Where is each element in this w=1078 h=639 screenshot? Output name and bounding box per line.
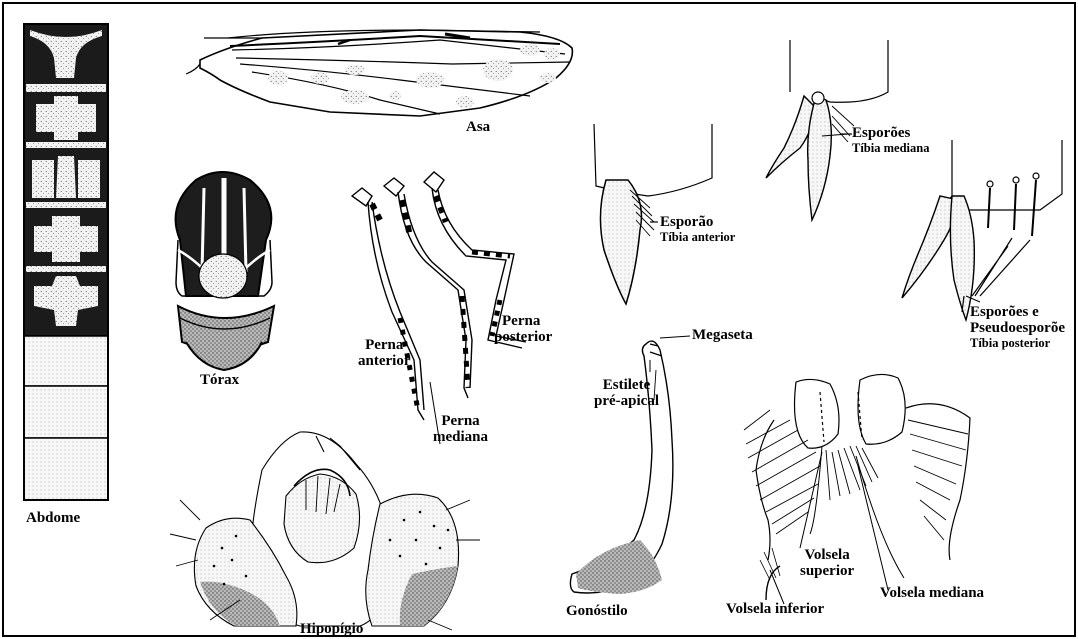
label-volsella-inferior: Volsela inferior (726, 602, 824, 618)
label-leg-anterior: Perna anterior (358, 338, 410, 370)
volsella-drawing (744, 374, 970, 600)
abdomen-drawing (24, 24, 108, 500)
wing-drawing (186, 30, 572, 116)
label-leg-anterior-line2: anterior (358, 354, 410, 370)
label-abdomen: Abdome (26, 511, 80, 527)
label-leg-posterior: Perna posterior (494, 314, 552, 346)
label-thorax: Tórax (200, 373, 239, 389)
thorax-drawing (176, 172, 274, 370)
label-spurs-posterior: Esporões e Pseudoesporõe Tíbia posterior (970, 305, 1065, 350)
label-spurs-median: Esporões Tíbia mediana (852, 126, 929, 155)
label-leg-median: Perna mediana (433, 414, 488, 446)
label-stylet: Estilete pré-apical (594, 378, 659, 410)
label-hypopygium: Hipopígio (300, 622, 363, 638)
label-volsella-superior-line2: superior (800, 564, 854, 580)
posterior-tibia-drawing (902, 140, 1062, 320)
label-spurs-median-subtitle: Tíbia mediana (852, 142, 929, 155)
leader-lines (430, 134, 980, 604)
gonostylus-drawing (570, 336, 690, 594)
label-spur-anterior-subtitle: Tíbia anterior (660, 231, 735, 244)
label-gonostylus: Gonóstilo (566, 604, 628, 620)
label-leg-posterior-line2: posterior (494, 330, 552, 346)
label-spur-anterior: Esporão Tíbia anterior (660, 215, 735, 244)
label-volsella-superior: Volsela superior (800, 548, 854, 580)
label-spurs-posterior-title-line2: Pseudoesporõe (970, 321, 1065, 337)
label-stylet-line2: pré-apical (594, 394, 659, 410)
label-wing: Asa (466, 120, 490, 136)
label-stylet-line1: Estilete (594, 378, 659, 394)
label-volsella-superior-line1: Volsela (800, 548, 854, 564)
label-volsella-median: Volsela mediana (880, 586, 984, 602)
label-leg-posterior-line1: Perna (494, 314, 552, 330)
label-spurs-posterior-subtitle: Tíbia posterior (970, 337, 1065, 350)
label-megaseta: Megaseta (692, 328, 753, 344)
label-spurs-median-title: Esporões (852, 126, 929, 142)
label-leg-median-line2: mediana (433, 430, 488, 446)
legs-drawing (352, 172, 526, 420)
label-spurs-posterior-title-line1: Esporões e (970, 305, 1065, 321)
label-leg-median-line1: Perna (433, 414, 488, 430)
label-leg-anterior-line1: Perna (358, 338, 410, 354)
label-spur-anterior-title: Esporão (660, 215, 735, 231)
hypopygium-drawing (170, 432, 480, 630)
